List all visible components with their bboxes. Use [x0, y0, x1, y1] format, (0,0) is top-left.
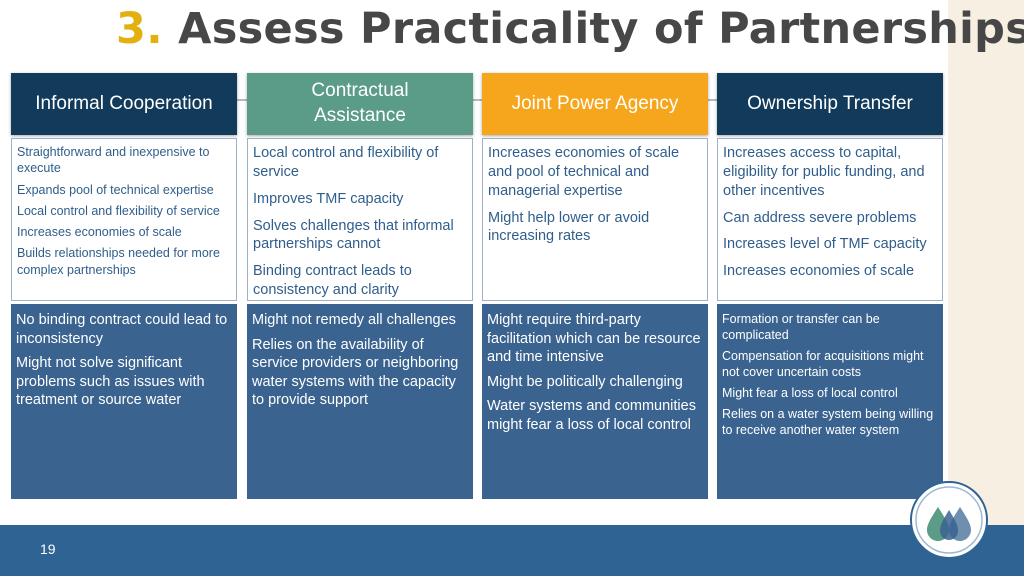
pro-item: Local control and flexibility of service — [253, 145, 439, 180]
con-item: Might require third-party facilitation w… — [487, 312, 701, 366]
con-item: No binding contract could lead to incons… — [16, 312, 228, 347]
column-contractual-assistance: Contractual Assistance Local control and… — [247, 73, 473, 499]
pro-item: Increases access to capital, eligibility… — [723, 145, 925, 199]
con-item: Formation or transfer can be complicated — [722, 312, 880, 342]
pro-item: Increases level of TMF capacity — [723, 236, 927, 253]
pro-item: Local control and flexibility of service — [17, 203, 220, 218]
right-side-panel — [948, 0, 1024, 576]
cons-box: Might not remedy all challenges Relies o… — [247, 304, 473, 499]
con-item: Might fear a loss of local control — [722, 386, 898, 400]
pro-item: Expands pool of technical expertise — [17, 182, 214, 197]
pro-item: Solves challenges that informal partners… — [253, 217, 454, 253]
column-ownership-transfer: Ownership Transfer Increases access to c… — [717, 73, 943, 499]
con-item: Might not solve significant problems suc… — [16, 355, 205, 409]
pro-item: Might help lower or avoid increasing rat… — [488, 209, 650, 245]
pros-box: Straightforward and inexpensive to execu… — [11, 138, 237, 301]
cons-box: Might require third-party facilitation w… — [482, 304, 708, 499]
slide-title: 3. Assess Practicality of Partnerships — [116, 4, 1024, 54]
con-item: Might not remedy all challenges — [252, 312, 456, 328]
pro-item: Improves TMF capacity — [253, 190, 404, 207]
header-connector — [472, 99, 482, 101]
cons-box: Formation or transfer can be complicated… — [717, 304, 943, 499]
footer-bar — [0, 525, 1024, 576]
column-header: Ownership Transfer — [717, 73, 943, 135]
con-item: Compensation for acquisitions might not … — [722, 349, 924, 379]
pro-item: Increases economies of scale — [723, 263, 915, 280]
pro-item: Increases economies of scale and pool of… — [488, 145, 680, 199]
water-droplets-logo-icon — [910, 481, 988, 559]
pros-box: Increases access to capital, eligibility… — [717, 138, 943, 301]
pro-item: Straightforward and inexpensive to execu… — [17, 145, 210, 176]
column-header: Joint Power Agency — [482, 73, 708, 135]
cons-box: No binding contract could lead to incons… — [11, 304, 237, 499]
header-connector — [707, 99, 717, 101]
title-number: 3. — [116, 4, 163, 54]
column-joint-power-agency: Joint Power Agency Increases economies o… — [482, 73, 708, 499]
column-informal-cooperation: Informal Cooperation Straightforward and… — [11, 73, 237, 499]
pros-box: Increases economies of scale and pool of… — [482, 138, 708, 301]
page-number: 19 — [40, 541, 56, 557]
con-item: Relies on a water system being willing t… — [722, 407, 934, 437]
pros-box: Local control and flexibility of service… — [247, 138, 473, 301]
pro-item: Builds relationships needed for more com… — [17, 246, 220, 277]
con-item: Relies on the availability of service pr… — [252, 336, 459, 409]
header-connector — [237, 99, 247, 101]
pro-item: Binding contract leads to consistency an… — [253, 263, 412, 299]
pro-item: Can address severe problems — [723, 209, 917, 226]
pro-item: Increases economies of scale — [17, 225, 182, 239]
con-item: Water systems and communities might fear… — [487, 398, 696, 433]
con-item: Might be politically challenging — [487, 373, 683, 390]
column-header: Contractual Assistance — [247, 73, 473, 135]
title-text: Assess Practicality of Partnerships — [178, 4, 1024, 54]
column-header: Informal Cooperation — [11, 73, 237, 135]
